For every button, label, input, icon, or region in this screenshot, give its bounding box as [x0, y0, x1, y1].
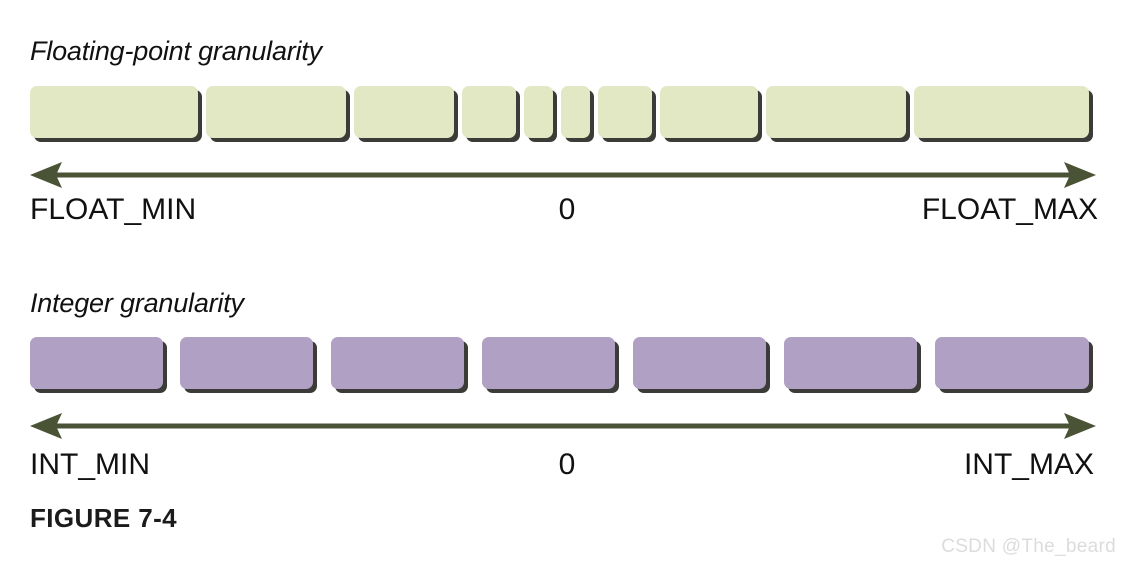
axis-label-float-max: FLOAT_MAX: [921, 193, 1098, 226]
figure-caption: FIGURE 7-4: [30, 503, 178, 533]
float-bar-segment-face: [598, 86, 652, 138]
axis-label-float-zero: 0: [558, 193, 576, 226]
integer-granularity-bar: [0, 337, 1134, 393]
float-bar-segment: [914, 86, 1093, 142]
float-bar-segment: [766, 86, 910, 142]
int-bar-segment-face: [331, 337, 464, 389]
float-bar-segment: [598, 86, 656, 142]
int-bar-segment: [482, 337, 619, 393]
int-bar-segment: [935, 337, 1093, 393]
int-bar-segment: [633, 337, 770, 393]
axis-label-int-min: INT_MIN: [30, 448, 150, 481]
section-heading-floating-point: Floating-point granularity: [30, 36, 322, 66]
float-bar-segment-face: [206, 86, 346, 138]
float-bar-segment-face: [914, 86, 1089, 138]
float-bar-segment-face: [766, 86, 906, 138]
float-bar-segment: [660, 86, 762, 142]
int-bar-segment: [180, 337, 317, 393]
float-bar-segment: [354, 86, 458, 142]
axis-label-float-min: FLOAT_MIN: [30, 193, 197, 226]
int-bar-segment: [331, 337, 468, 393]
int-bar-segment-face: [482, 337, 615, 389]
float-bar-segment: [206, 86, 350, 142]
float-bar-segment-face: [462, 86, 516, 138]
int-bar-segment-face: [633, 337, 766, 389]
float-bar-segment-face: [524, 86, 553, 138]
int-bar-segment-face: [935, 337, 1089, 389]
csdn-watermark: CSDN @The_beard: [941, 536, 1116, 557]
floating-point-granularity-bar: [0, 86, 1134, 142]
axis-label-int-zero: 0: [558, 448, 576, 481]
float-bar-segment: [524, 86, 557, 142]
float-bar-segment-face: [561, 86, 590, 138]
integer-axis-arrow: [0, 411, 1134, 441]
float-bar-segment-face: [660, 86, 758, 138]
int-bar-segment: [784, 337, 921, 393]
int-bar-segment-face: [30, 337, 163, 389]
float-bar-segment: [462, 86, 520, 142]
axis-label-int-max: INT_MAX: [963, 448, 1094, 481]
float-bar-segment: [561, 86, 594, 142]
float-bar-segment-face: [30, 86, 198, 138]
int-bar-segment-face: [180, 337, 313, 389]
section-heading-integer: Integer granularity: [30, 288, 244, 318]
float-bar-segment-face: [354, 86, 454, 138]
int-bar-segment: [30, 337, 167, 393]
int-bar-segment-face: [784, 337, 917, 389]
float-bar-segment: [30, 86, 202, 142]
floating-point-axis-arrow: [0, 160, 1134, 190]
